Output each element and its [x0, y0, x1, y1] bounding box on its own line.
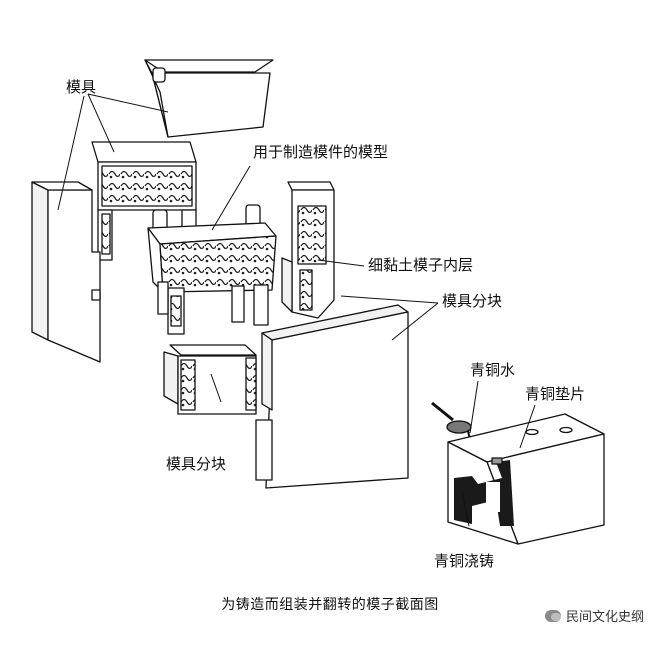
- left-mold-slab: [31, 181, 101, 363]
- label-mold: 模具: [66, 78, 97, 96]
- label-bronze-spacer: 青铜垫片: [525, 385, 586, 403]
- casting-section: [447, 413, 605, 545]
- label-bronze-liquid: 青铜水: [470, 361, 516, 379]
- figure-caption: 为铸造而组装并翻转的模子截面图: [221, 597, 439, 613]
- large-mold-slab: [255, 304, 409, 489]
- label-clay-inner: 细黏土模子内层: [368, 256, 474, 274]
- lid-mold: [144, 59, 274, 138]
- ding-model: [147, 204, 277, 335]
- label-bronze-pour: 青铜浇铸: [434, 552, 495, 570]
- watermark: 民间文化史纲: [544, 606, 644, 625]
- label-mold-pieces-right: 模具分块: [442, 292, 503, 310]
- label-mold-pieces-left: 模具分块: [166, 455, 227, 473]
- wechat-icon: [544, 609, 561, 622]
- watermark-text: 民间文化史纲: [565, 610, 644, 625]
- label-model: 用于制造模件的模型: [253, 143, 389, 161]
- small-mold-block: [163, 344, 257, 415]
- clay-inner-mold: [281, 181, 335, 319]
- leader-lines: [57, 93, 536, 527]
- pouring-ladle: [431, 401, 473, 449]
- back-mold-piece: [91, 141, 197, 261]
